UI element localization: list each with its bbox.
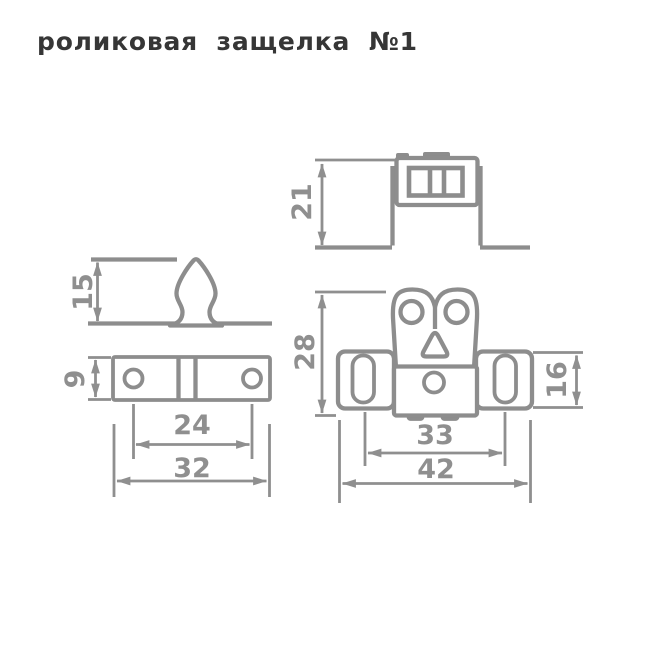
dim-label-9: 9 [60, 370, 91, 389]
screw-hole-right [241, 367, 263, 390]
dimension-15: 15 [68, 261, 102, 322]
dim-label-32: 32 [173, 453, 211, 484]
dim-label-24: 24 [173, 410, 211, 441]
extension-line [533, 351, 583, 409]
dimension-33: 33 [363, 412, 507, 466]
latch-front-view: 28 16 33 42 [290, 287, 583, 503]
strike-plate-outline [111, 355, 272, 402]
dim-label-15: 15 [68, 273, 99, 311]
strike-loop-profile [167, 257, 225, 328]
strike-plate-view: 9 24 32 [60, 355, 272, 497]
dimension-16: 16 [533, 351, 583, 409]
strike-profile-view: 15 [68, 257, 272, 328]
dimension-24: 24 [132, 404, 254, 459]
extension-line [363, 412, 507, 466]
extension-line [88, 356, 111, 401]
dim-label-16: 16 [542, 361, 573, 399]
roller-left [398, 298, 425, 326]
spring-gap-triangle [420, 330, 450, 359]
dimension-42: 42 [338, 420, 532, 503]
dim-label-28: 28 [290, 333, 321, 371]
dim-label-33: 33 [416, 420, 454, 451]
wing-slot-right [492, 353, 518, 405]
extension-line [315, 290, 386, 417]
dim-label-42: 42 [417, 454, 455, 485]
roller-cage-outline [406, 165, 465, 198]
wing-slot-left [350, 353, 376, 405]
roller-right [443, 298, 470, 326]
dimension-21: 21 [287, 158, 395, 246]
dimension-9: 9 [60, 356, 111, 401]
page-title: роликовая защелка №1 [37, 27, 418, 56]
latch-top-view: 21 [287, 152, 530, 250]
screw-hole-left [122, 367, 145, 390]
extension-line [132, 404, 254, 459]
extension-line [338, 420, 532, 503]
center-hole [422, 370, 446, 395]
dim-label-21: 21 [287, 183, 318, 221]
dimension-28: 28 [290, 290, 386, 417]
dimension-32: 32 [112, 424, 271, 497]
extension-line [112, 424, 271, 497]
